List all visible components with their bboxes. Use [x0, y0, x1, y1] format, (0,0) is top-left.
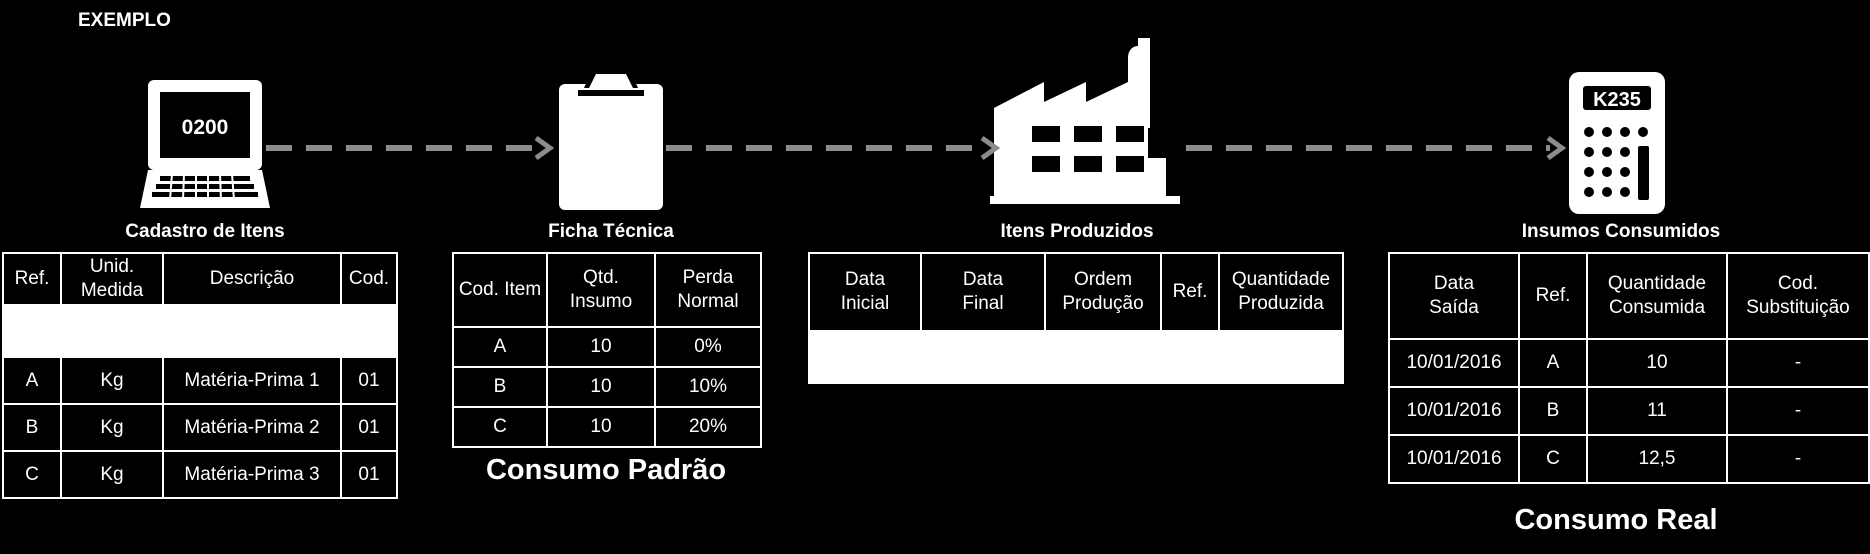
table-cell: B	[2, 403, 62, 452]
consumo-real-caption: Consumo Real	[1514, 504, 1718, 536]
blank-row	[2, 304, 398, 358]
header-cell: Ref.	[1518, 252, 1588, 340]
header-cell: Data Inicial	[808, 252, 922, 332]
table-cell: -	[1726, 338, 1870, 388]
table-cell: 10	[546, 326, 656, 368]
table-row: B Kg Matéria-Prima 2 01	[2, 403, 398, 452]
cadastro-label: Cadastro de Itens	[125, 221, 285, 242]
header-cell: Unid. Medida	[60, 252, 164, 306]
table-row: C 10 20%	[452, 406, 762, 448]
table-row: A 10 0%	[452, 326, 762, 368]
table-cell: 0%	[654, 326, 762, 368]
table-header-row: Cod. Item Qtd. Insumo Perda Normal	[452, 252, 762, 328]
ficha-label: Ficha Técnica	[548, 221, 674, 242]
itens-table: Data Inicial Data Final Ordem Produção R…	[808, 252, 1344, 384]
table-cell: -	[1726, 386, 1870, 436]
cadastro-table: Ref. Unid. Medida Descrição Cod. A Kg Ma…	[2, 252, 398, 499]
table-cell: -	[1726, 434, 1870, 484]
arrow-ficha-to-itens	[666, 136, 1001, 160]
laptop-screen-text: 0200	[182, 116, 229, 139]
table-row: A Kg Matéria-Prima 1 01	[2, 356, 398, 405]
table-cell: 10/01/2016	[1388, 434, 1520, 484]
table-cell: Matéria-Prima 3	[162, 450, 342, 499]
table-row: 10/01/2016 C 12,5 -	[1388, 434, 1870, 484]
header-cell: Data Saída	[1388, 252, 1520, 340]
header-cell: Ref.	[1160, 252, 1220, 332]
table-cell: A	[1518, 338, 1588, 388]
table-row: 10/01/2016 A 10 -	[1388, 338, 1870, 388]
table-cell: C	[1518, 434, 1588, 484]
table-cell: 10	[546, 366, 656, 408]
header-cell: Perda Normal	[654, 252, 762, 328]
header-cell: Cod. Item	[452, 252, 548, 328]
header-cell: Data Final	[920, 252, 1046, 332]
table-cell: B	[452, 366, 548, 408]
itens-label: Itens Produzidos	[1000, 221, 1154, 242]
table-cell: Kg	[60, 403, 164, 452]
table-cell: Kg	[60, 450, 164, 499]
table-row: B 10 10%	[452, 366, 762, 408]
clipboard-icon	[559, 70, 663, 210]
table-cell: 01	[340, 356, 398, 405]
table-header-row: Data Saída Ref. Quantidade Consumida Cod…	[1388, 252, 1870, 340]
consumo-padrao-caption: Consumo Padrão	[485, 454, 727, 486]
table-row: 10/01/2016 B 11 -	[1388, 386, 1870, 436]
table-row: C Kg Matéria-Prima 3 01	[2, 450, 398, 499]
header-cell: Cod.	[340, 252, 398, 306]
laptop-icon: 0200	[140, 80, 270, 208]
table-cell: 01	[340, 450, 398, 499]
table-cell: C	[2, 450, 62, 499]
header-cell: Quantidade Consumida	[1586, 252, 1728, 340]
arrow-itens-to-insumos	[1186, 136, 1567, 160]
insumos-label: Insumos Consumidos	[1521, 221, 1721, 242]
table-cell: 11	[1586, 386, 1728, 436]
header-cell: Ref.	[2, 252, 62, 306]
table-cell: Matéria-Prima 1	[162, 356, 342, 405]
header-cell: Qtd. Insumo	[546, 252, 656, 328]
table-cell: 10	[1586, 338, 1728, 388]
table-cell: Kg	[60, 356, 164, 405]
insumos-table: Data Saída Ref. Quantidade Consumida Cod…	[1388, 252, 1870, 484]
table-cell: B	[1518, 386, 1588, 436]
header-cell: Cod. Substituição	[1726, 252, 1870, 340]
page-title: EXEMPLO	[78, 10, 171, 31]
ficha-table: Cod. Item Qtd. Insumo Perda Normal A 10 …	[452, 252, 762, 448]
table-cell: 12,5	[1586, 434, 1728, 484]
table-cell: 10/01/2016	[1388, 338, 1520, 388]
blank-row	[808, 330, 1344, 384]
table-cell: Matéria-Prima 2	[162, 403, 342, 452]
table-cell: C	[452, 406, 548, 448]
arrow-cadastro-to-ficha	[266, 136, 555, 160]
header-cell: Quantidade Produzida	[1218, 252, 1344, 332]
table-header-row: Ref. Unid. Medida Descrição Cod.	[2, 252, 398, 306]
table-cell: 20%	[654, 406, 762, 448]
table-cell: A	[2, 356, 62, 405]
factory-icon	[990, 38, 1180, 204]
table-cell: 10	[546, 406, 656, 448]
calculator-screen-text: K235	[1593, 89, 1641, 111]
header-cell: Descrição	[162, 252, 342, 306]
header-cell: Ordem Produção	[1044, 252, 1162, 332]
table-cell: 01	[340, 403, 398, 452]
table-header-row: Data Inicial Data Final Ordem Produção R…	[808, 252, 1344, 332]
table-cell: 10/01/2016	[1388, 386, 1520, 436]
calculator-icon: K235	[1569, 72, 1665, 214]
table-cell: A	[452, 326, 548, 368]
table-cell: 10%	[654, 366, 762, 408]
